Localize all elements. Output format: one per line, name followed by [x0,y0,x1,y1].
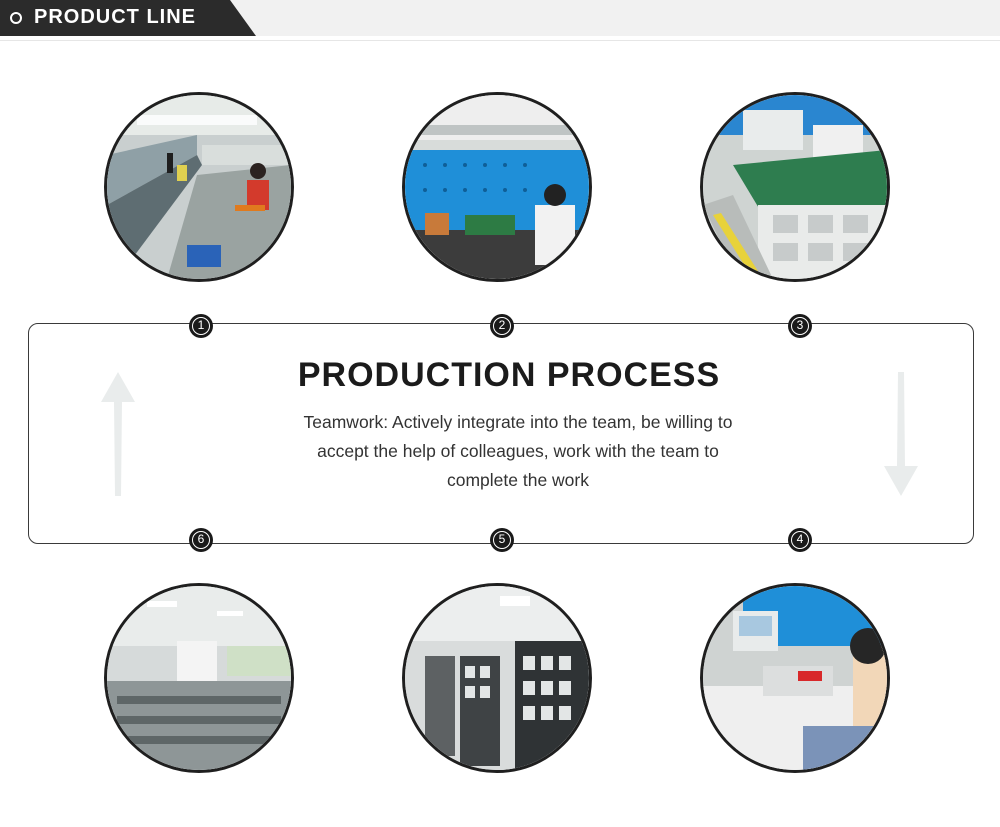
circle-bullet-icon [10,12,22,24]
step-number: 6 [192,531,210,549]
photo-pegboard-workstation [402,92,592,282]
process-title: PRODUCTION PROCESS [297,356,721,394]
photo-factory-hall [104,583,294,773]
step-number: 3 [791,317,809,335]
header-tab [0,0,256,36]
step-badge-3: 3 [788,314,812,338]
step-badge-5: 5 [490,528,514,552]
arrow-down-icon [884,372,918,496]
arrow-up-icon [101,372,135,496]
process-description: Teamwork: Actively integrate into the te… [303,412,733,490]
photo-assembly-line [104,92,294,282]
step-badge-1: 1 [189,314,213,338]
photo-technician-testing [700,583,890,773]
step-number: 2 [493,317,511,335]
photo-testing-bench [700,92,890,282]
header-divider [0,40,1000,41]
step-number: 1 [192,317,210,335]
photo-aging-cabinets [402,583,592,773]
step-number: 4 [791,531,809,549]
step-badge-4: 4 [788,528,812,552]
step-badge-6: 6 [189,528,213,552]
section-title: PRODUCT LINE [34,6,196,28]
step-badge-2: 2 [490,314,514,338]
step-number: 5 [493,531,511,549]
